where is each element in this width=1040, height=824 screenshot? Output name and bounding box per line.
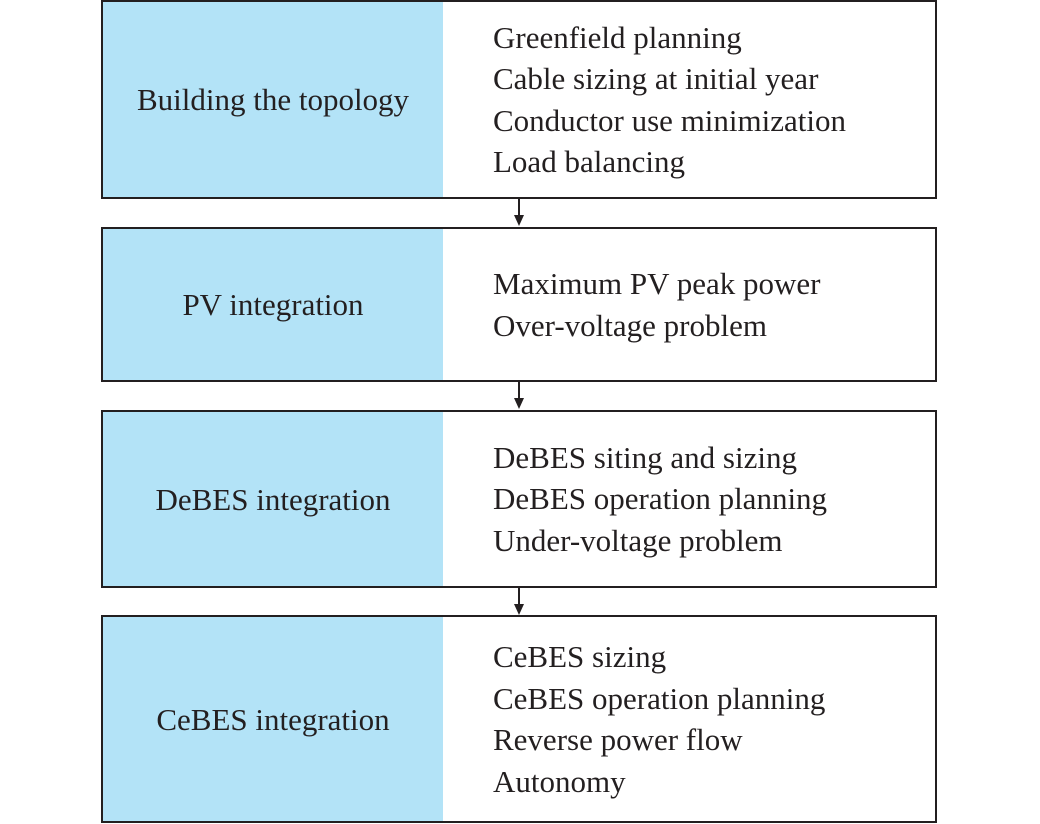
stage-item: DeBES operation planning: [493, 481, 828, 517]
stage-item: Cable sizing at initial year: [493, 61, 819, 96]
arrow-shaft: [518, 588, 520, 604]
stage-label: PV integration: [103, 229, 443, 380]
stage-building-topology: Building the topology Greenfield plannin…: [101, 0, 937, 199]
arrow-head: [514, 215, 524, 226]
stage-label: Building the topology: [103, 2, 443, 197]
arrow-head: [514, 398, 524, 409]
stage-item: Reverse power flow: [493, 722, 743, 757]
stage-item: Autonomy: [493, 763, 626, 799]
stage-items: DeBES siting and sizing DeBES operation …: [443, 412, 935, 586]
stage-item: Under-voltage problem: [493, 522, 783, 558]
stage-label: CeBES integration: [103, 617, 443, 821]
stage-label: DeBES integration: [103, 412, 443, 586]
stage-item: Over-voltage problem: [493, 307, 767, 343]
arrow-shaft: [518, 382, 520, 399]
stage-pv-integration: PV integration Maximum PV peak power Ove…: [101, 227, 937, 382]
stage-items: CeBES sizing CeBES operation planning Re…: [443, 617, 935, 821]
stage-items: Greenfield planning Cable sizing at init…: [443, 2, 935, 197]
stage-item: CeBES sizing: [493, 639, 667, 674]
stage-items: Maximum PV peak power Over-voltage probl…: [443, 229, 935, 380]
stage-item: Greenfield planning: [493, 19, 742, 55]
stage-item: DeBES siting and sizing: [493, 439, 797, 475]
stage-item: Maximum PV peak power: [493, 266, 821, 301]
arrow-head: [514, 604, 524, 615]
stage-cebes-integration: CeBES integration CeBES sizing CeBES ope…: [101, 615, 937, 823]
arrow-shaft: [518, 199, 520, 216]
stage-item: Conductor use minimization: [493, 102, 847, 138]
stage-item: Load balancing: [493, 144, 685, 179]
stage-item: CeBES operation planning: [493, 680, 826, 716]
stage-debes-integration: DeBES integration DeBES siting and sizin…: [101, 410, 937, 588]
